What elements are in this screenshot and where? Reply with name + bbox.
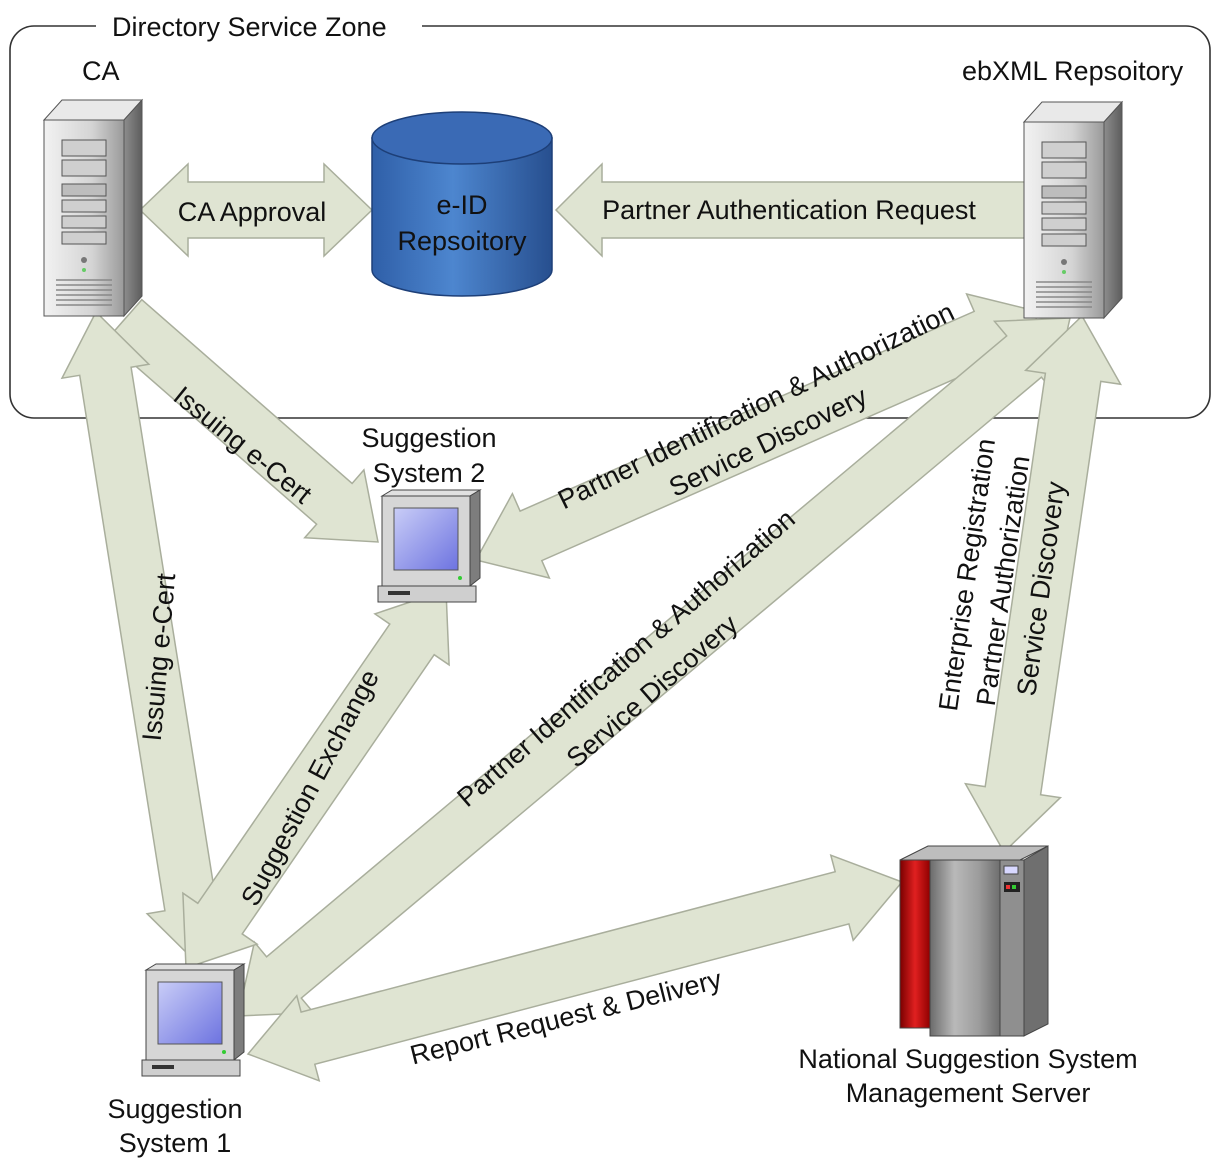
partner-auth-request-label: Partner Authentication Request [602,195,976,225]
arrow-layer [60,162,1123,1083]
national-label-line2: Management Server [846,1078,1091,1108]
zone-title: Directory Service Zone [112,12,387,42]
suggestion-system-2-computer-icon [377,489,482,603]
ss2-label-line1: Suggestion [361,423,496,453]
eid-repository-cylinder-icon [371,111,553,297]
ebxml-server-icon [1022,100,1124,320]
ca-approval-label: CA Approval [178,197,327,227]
directory-zone-border [9,25,1211,419]
national-management-server-icon [899,845,1049,1037]
eid-label-line2: Repsoitory [397,226,527,256]
eid-label-line1: e-ID [436,190,487,220]
ss1-label-line2: System 1 [119,1128,232,1158]
ebxml-label: ebXML Repsoitory [962,56,1184,86]
suggestion-exchange-label: Suggestion Exchange [235,665,385,911]
ca-server-icon [42,98,144,318]
ca-label: CA [82,56,120,86]
ss2-label-line2: System 2 [373,458,486,488]
national-label-line1: National Suggestion System [798,1044,1137,1074]
zone-title-backdrop [96,10,422,40]
ss1-label-line1: Suggestion [107,1094,242,1124]
issuing-ecert-ss2-arrow [105,298,379,543]
suggestion-system-1-computer-icon [141,963,246,1077]
partner-auth-request-arrow [554,162,1029,258]
